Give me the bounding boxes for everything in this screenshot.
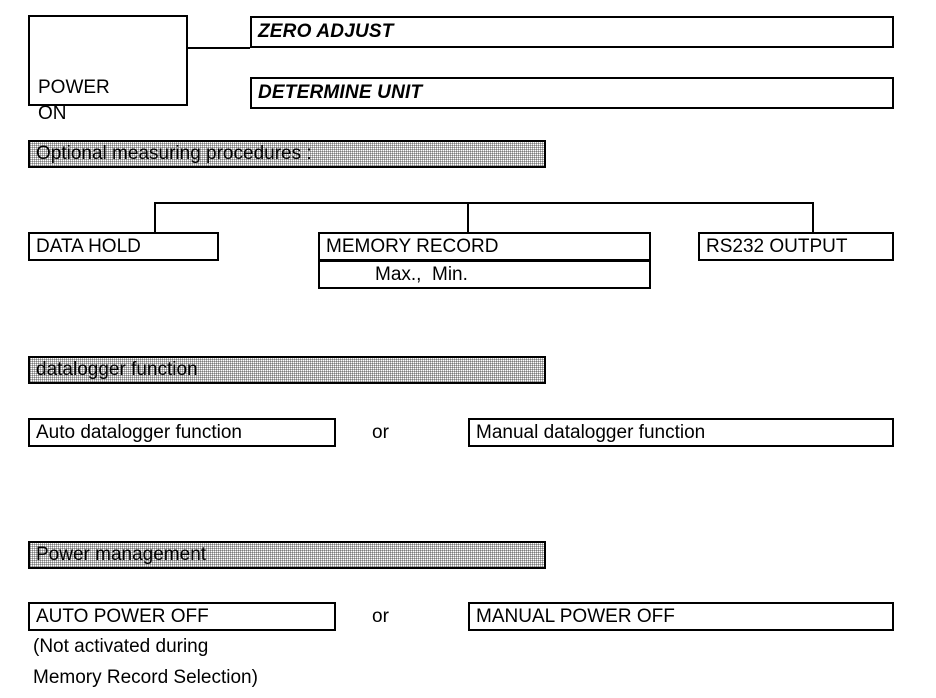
node-memory-record: MEMORY RECORD [318,232,651,261]
node-manual-datalogger-function: Manual datalogger function [468,418,894,447]
node-data-hold: DATA HOLD [28,232,219,261]
node-rs232-output-label: RS232 OUTPUT [706,235,848,257]
branch-drop-data-hold [154,202,156,234]
header-datalogger-function-label: datalogger function [36,359,198,381]
node-auto-power-off-label: AUTO POWER OFF [36,605,209,627]
connector-power-to-branch [188,47,250,49]
node-memory-record-sub-label: Max., Min. [375,263,468,285]
note-power-management-line-2: Memory Record Selection) [33,667,258,688]
node-memory-record-sub: Max., Min. [318,260,651,289]
node-power-on-label: POWER ON [38,77,110,124]
node-power-on: POWER ON [28,15,188,124]
conjunction-datalogger-or: or [372,422,389,443]
branch-drop-rs232-output [812,202,814,234]
node-determine-unit: DETERMINE UNIT [250,77,894,109]
node-auto-datalogger-function-label: Auto datalogger function [36,421,242,443]
node-zero-adjust: ZERO ADJUST [250,16,894,48]
node-manual-datalogger-function-label: Manual datalogger function [476,421,706,443]
node-zero-adjust-label: ZERO ADJUST [258,21,394,43]
branch-trunk-optional [154,202,814,204]
node-determine-unit-label: DETERMINE UNIT [258,82,423,104]
header-datalogger-function: datalogger function [28,356,546,384]
node-data-hold-label: DATA HOLD [36,235,141,257]
header-optional-measuring-procedures: Optional measuring procedures : [28,140,546,168]
node-manual-power-off-label: MANUAL POWER OFF [476,605,675,627]
note-power-management-line-1: (Not activated during [33,636,209,657]
branch-drop-memory-record [467,202,469,234]
conjunction-power-management-or: or [372,606,389,627]
node-rs232-output: RS232 OUTPUT [698,232,894,261]
node-manual-power-off: MANUAL POWER OFF [468,602,894,631]
node-auto-datalogger-function: Auto datalogger function [28,418,336,447]
header-power-management: Power management [28,541,546,569]
header-power-management-label: Power management [36,544,207,566]
node-auto-power-off: AUTO POWER OFF [28,602,336,631]
header-optional-measuring-procedures-label: Optional measuring procedures : [36,143,312,165]
node-memory-record-label: MEMORY RECORD [326,235,499,257]
